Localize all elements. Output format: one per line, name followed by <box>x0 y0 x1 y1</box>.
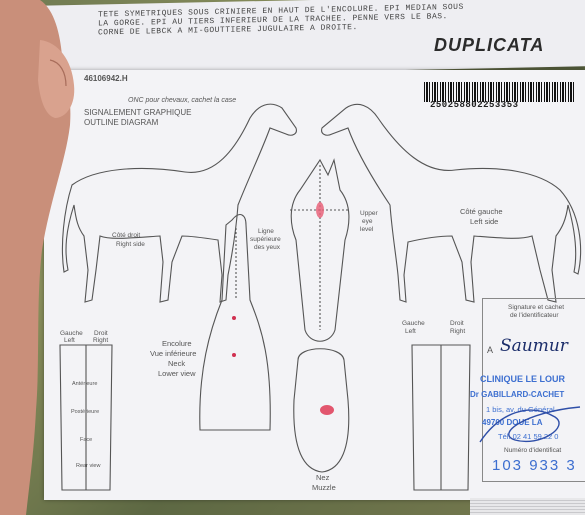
neck-label-en-2: Lower view <box>158 370 196 378</box>
red-marking-forehead <box>316 202 324 218</box>
muzzle-label-en: Muzzle <box>312 484 336 492</box>
upper-eye-label-fr-2: supérieure <box>250 236 281 244</box>
stamp-clinic-name: CLINIQUE LE LOUR <box>480 374 565 384</box>
red-marking-muzzle <box>320 405 334 415</box>
left-side-horse-drawing <box>322 104 581 302</box>
signature-label-2: de l'identificateur <box>510 312 559 320</box>
legs-right-left: Left <box>405 328 416 336</box>
upper-eye-label-fr-1: Ligne <box>258 228 274 236</box>
upper-eye-label-en-2: eye <box>362 218 372 226</box>
legs-right-right: Right <box>450 328 465 336</box>
legs-right-gauche: Gauche <box>402 320 425 328</box>
place-prefix: A <box>487 345 493 355</box>
right-side-horse-drawing <box>62 104 296 302</box>
right-side-label-en: Right side <box>116 241 145 249</box>
left-side-label-en: Left side <box>470 218 498 226</box>
left-side-label-fr: Côté gauche <box>460 208 503 216</box>
neck-label-fr-2: Vue inférieure <box>150 350 196 358</box>
neck-label-fr-1: Encolure <box>162 340 192 348</box>
legs-right-droit: Droit <box>450 320 464 328</box>
red-marking-neck <box>232 316 236 320</box>
upper-eye-label-en-1: Upper <box>360 210 378 218</box>
right-side-label-fr: Côté droit <box>112 232 140 240</box>
legs-left-right: Right <box>93 337 108 345</box>
signature-label-1: Signature et cachet <box>508 304 564 312</box>
neck-label-en-1: Neck <box>168 360 185 368</box>
hand-holding-booklet <box>0 0 90 515</box>
signature-scribble <box>470 392 585 462</box>
upper-eye-label-en-3: level <box>360 226 373 234</box>
muzzle-label-fr: Nez <box>316 474 329 482</box>
red-marking-neck-2 <box>232 353 236 357</box>
upper-eye-label-fr-3: des yeux <box>254 244 280 252</box>
place-handwritten: Saumur <box>500 336 568 356</box>
